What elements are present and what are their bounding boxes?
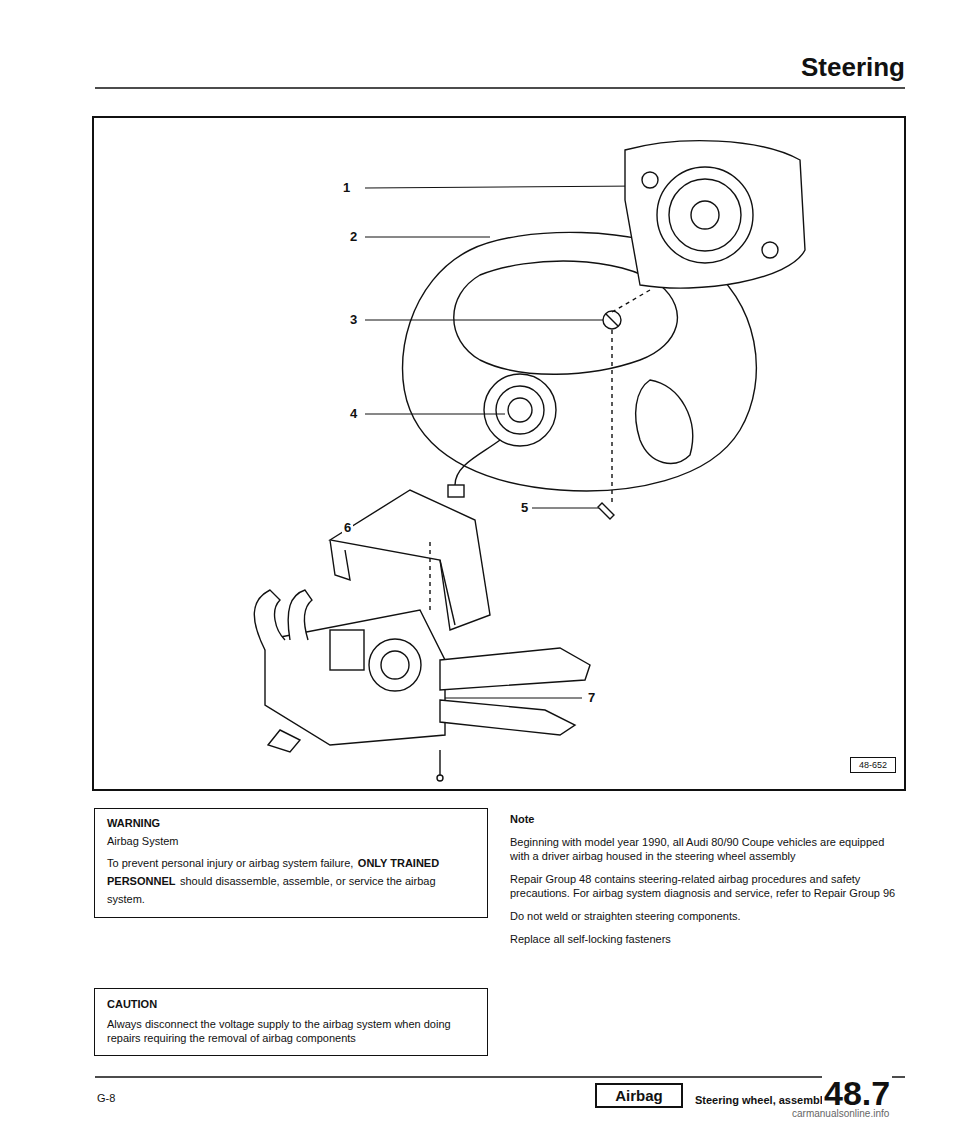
callout-number: 2 — [348, 229, 359, 244]
figure-frame — [93, 117, 905, 790]
callout-number: 5 — [519, 500, 530, 515]
callout-number: 1 — [341, 180, 352, 195]
section-subtitle: Steering wheel, assembly — [693, 1094, 831, 1106]
box-subheading: Airbag System — [107, 835, 475, 847]
note-column: NoteBeginning with model year 1990, all … — [510, 812, 900, 955]
figure-number-box: 48-652 — [850, 757, 896, 773]
section-name: Airbag — [603, 1087, 675, 1104]
box-heading: WARNING — [107, 817, 475, 829]
watermark: carmanualsonline.info — [790, 1108, 891, 1119]
note-heading: Note — [510, 812, 900, 826]
header-rule — [95, 87, 905, 89]
section-tab: Airbag — [595, 1083, 683, 1108]
figure-number: 48-652 — [854, 760, 892, 770]
callout-number: 7 — [586, 690, 597, 705]
box-heading: CAUTION — [107, 997, 475, 1011]
combination-switch — [254, 540, 590, 781]
caution-box: CAUTION Always disconnect the voltage sup… — [94, 988, 488, 1056]
column-cover — [330, 490, 490, 630]
callout-number: 3 — [348, 312, 359, 327]
callout-number: 4 — [348, 406, 359, 421]
page-title: Steering — [801, 52, 905, 83]
page-number: G-8 — [95, 1092, 117, 1104]
warning-text: To prevent personal injury or airbag sys… — [107, 857, 353, 869]
note-text: Replace all self-locking fasteners — [510, 932, 900, 946]
note-text: Beginning with model year 1990, all Audi… — [510, 835, 900, 863]
warning-box: WARNING Airbag System To prevent personal … — [94, 808, 488, 918]
caution-text: Always disconnect the voltage supply to … — [107, 1017, 475, 1045]
airbag-module — [612, 141, 805, 312]
note-text: Do not weld or straighten steering compo… — [510, 909, 900, 923]
callout-number: 6 — [342, 520, 353, 535]
note-text: Repair Group 48 contains steering-relate… — [510, 872, 900, 900]
footer-rule — [95, 1076, 905, 1078]
